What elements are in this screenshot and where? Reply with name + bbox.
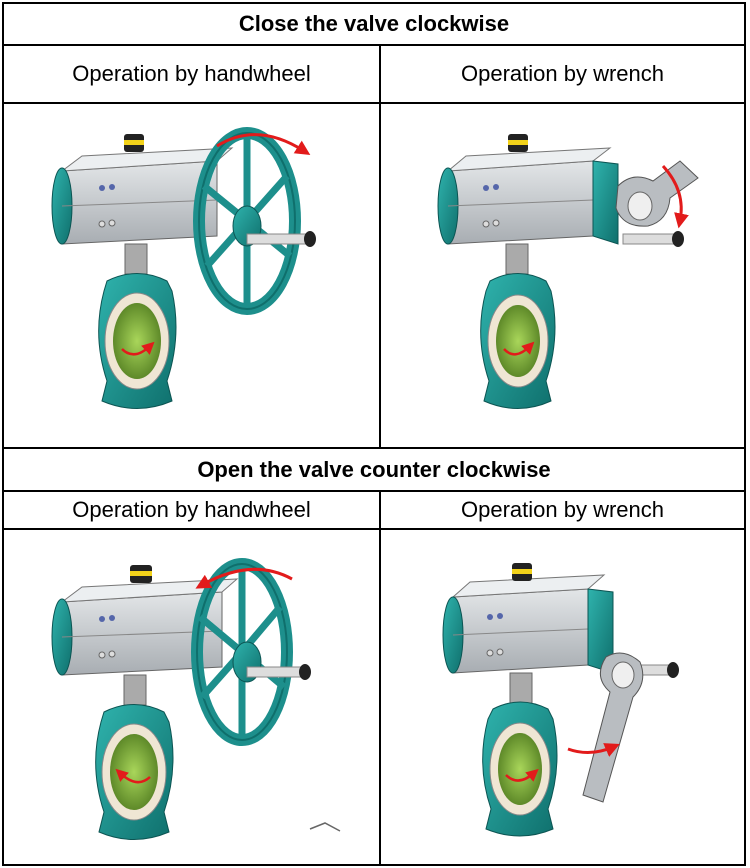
open-wrench-label: Operation by wrench [461,497,664,522]
open-section-title: Open the valve counter clockwise [4,449,744,492]
close-wrench-label: Operation by wrench [461,61,664,86]
wrench-valve-close-figure [437,133,699,409]
open-title-text: Open the valve counter clockwise [197,456,551,482]
open-handwheel-heading: Operation by handwheel [4,492,381,528]
close-wrench-heading: Operation by wrench [381,46,744,102]
close-headings-row: Operation by handwheel Operation by wren… [4,46,744,104]
close-title-text: Close the valve clockwise [238,11,510,36]
close-handwheel-illustration [4,104,381,447]
open-headings-row: Operation by handwheel Operation by wren… [4,492,744,530]
close-wrench-illustration [381,104,744,447]
close-handwheel-heading: Operation by handwheel [4,46,381,102]
open-wrench-illustration [381,530,744,864]
open-wrench-heading: Operation by wrench [381,492,744,528]
handwheel-valve-open-figure [51,558,340,840]
open-handwheel-label: Operation by handwheel [72,497,311,522]
handwheel-valve-close-figure [51,126,316,409]
open-images-row [4,530,744,864]
close-section-title: Close the valve clockwise [4,4,744,46]
open-handwheel-illustration [4,530,381,864]
close-images-row [4,104,744,449]
wrench-valve-open-figure [442,563,679,837]
close-handwheel-label: Operation by handwheel [72,61,311,86]
